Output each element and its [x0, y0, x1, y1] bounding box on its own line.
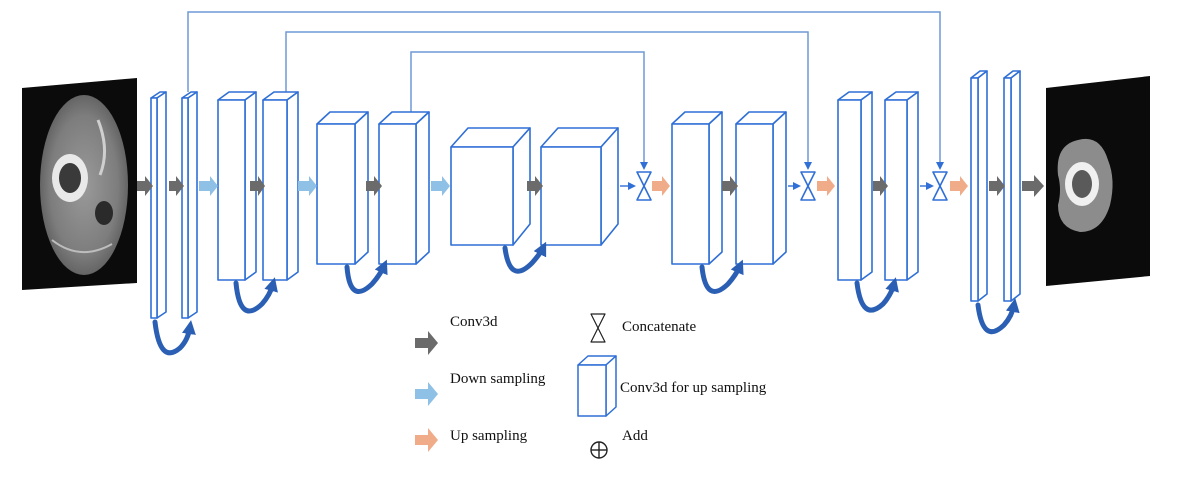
conv-block-dec3-b: [735, 111, 787, 265]
residual-arrow: [233, 277, 278, 314]
conv-block-enc3-b: [378, 111, 430, 265]
add-legend-icon: [590, 441, 608, 459]
up-sampling-arrow: [817, 176, 835, 196]
conv3d-arrow: [169, 176, 184, 196]
residual-arrow: [152, 319, 196, 356]
conv-block-dec1-a: [970, 70, 988, 302]
residual-arrow: [975, 298, 1020, 335]
concatenate-icon: [800, 171, 816, 201]
conv-block-enc1-a: [150, 91, 167, 319]
residual-arrow: [344, 259, 388, 294]
conv-block-enc3-a: [316, 111, 369, 265]
conv3d-arrow: [873, 176, 888, 196]
conv3d-arrow: [527, 176, 543, 196]
skip-connection-2: [285, 31, 812, 170]
concatenate-legend-label: Concatenate: [622, 319, 696, 335]
conv3d-arrow: [989, 176, 1005, 196]
conv3d-legend-arrow: [415, 331, 438, 355]
flow-arrows: [137, 175, 1044, 197]
legend: Conv3d Down sampling Up sampling Concate…: [415, 313, 767, 459]
down-sampling-legend-label: Down sampling: [450, 371, 546, 387]
conv3d-up-legend-label: Conv3d for up sampling: [620, 380, 767, 396]
conv-block-dec2-a: [837, 91, 873, 281]
conv3d-arrow: [366, 176, 382, 196]
down-sampling-legend-arrow: [415, 382, 438, 406]
conv-block-bottleneck-a: [450, 127, 531, 246]
concatenate-legend-icon: [590, 313, 606, 343]
skip-connection-1: [187, 11, 944, 170]
add-legend-label: Add: [622, 428, 648, 444]
conv-block-enc1-b: [181, 91, 198, 319]
conv-block-bottleneck-b: [540, 127, 619, 246]
residual-arrow: [699, 259, 744, 294]
conv3d-up-legend-icon: [577, 355, 617, 417]
concatenate-nodes: [636, 171, 948, 201]
concatenate-icon: [932, 171, 948, 201]
up-sampling-arrow: [950, 176, 968, 196]
residual-arrows: [152, 241, 1020, 356]
conv3d-arrow: [137, 176, 153, 196]
conv3d-legend-label: Conv3d: [450, 314, 498, 330]
residual-arrow: [502, 241, 547, 274]
conv3d-arrow: [722, 176, 738, 196]
concatenate-icon: [636, 171, 652, 201]
skip-connection-3: [410, 51, 648, 170]
conv3d-arrow: [1022, 175, 1044, 197]
residual-arrow: [854, 277, 899, 313]
output-segmentation-image: [1046, 76, 1150, 286]
conv-block-dec1-b: [1003, 70, 1021, 302]
input-mri-image: [22, 78, 137, 290]
down-sampling-arrow: [431, 176, 450, 196]
down-sampling-arrow: [298, 176, 317, 196]
up-sampling-arrow: [652, 176, 670, 196]
skip-connections: [187, 11, 944, 170]
conv-block-enc2-b: [262, 91, 299, 281]
up-sampling-legend-label: Up sampling: [450, 428, 528, 444]
conv-block-dec3-a: [671, 111, 723, 265]
network-blocks: [150, 70, 1021, 319]
down-sampling-arrow: [199, 176, 218, 196]
conv-block-dec2-b: [884, 91, 919, 281]
up-sampling-legend-arrow: [415, 428, 438, 452]
conv3d-arrow: [250, 176, 265, 196]
